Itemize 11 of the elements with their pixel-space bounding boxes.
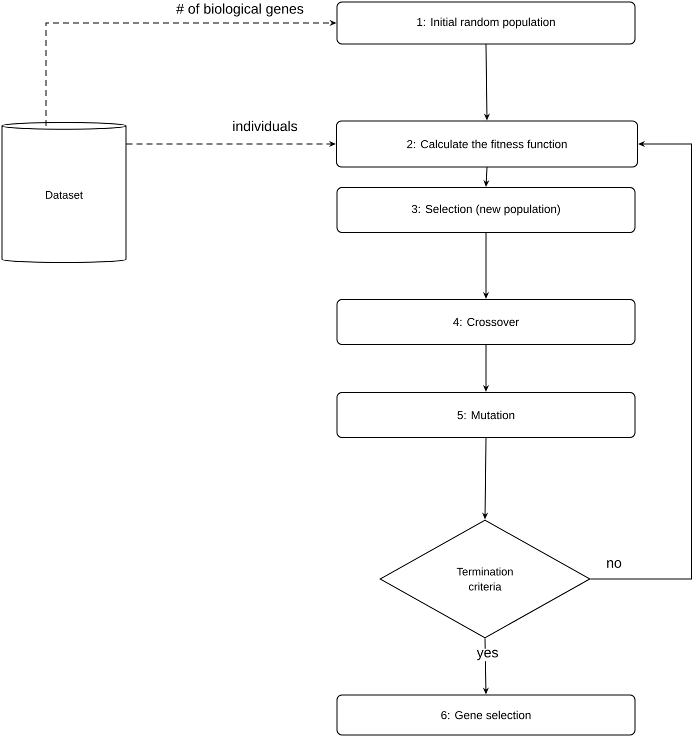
database-cylinder: Dataset — [2, 122, 126, 264]
process-box: 4: Crossover — [336, 299, 636, 345]
process-box: 3: Selection (new population) — [336, 187, 636, 233]
edge-label: yes — [476, 648, 500, 662]
process-box: 2: Calculate the fitness function — [336, 120, 638, 168]
process-box: 5: Mutation — [336, 392, 636, 438]
process-box: 6: Gene selection — [336, 694, 636, 736]
process-box: 1: Initial random population — [336, 2, 636, 44]
edge-label: individuals — [231, 120, 299, 132]
edge-label: # of biological genes — [175, 2, 305, 18]
edge-label: no — [605, 559, 623, 569]
